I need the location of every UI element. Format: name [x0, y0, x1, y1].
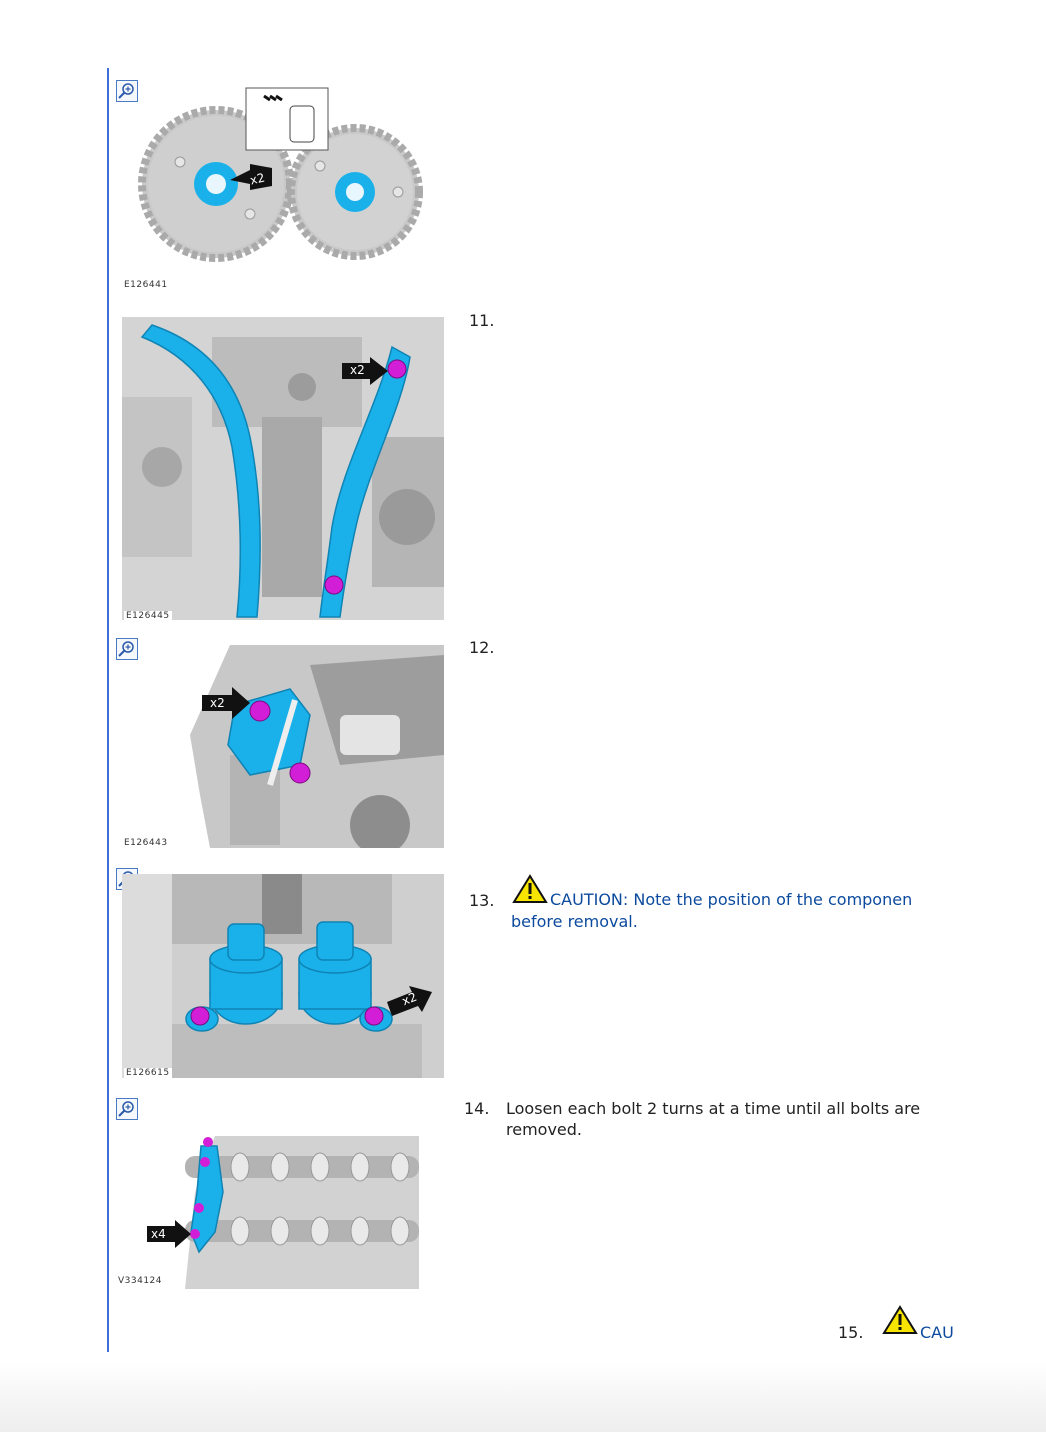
warning-triangle-icon — [512, 874, 548, 903]
step-text: Loosen each bolt 2 turns at a time until… — [506, 1099, 921, 1118]
figure-sprockets: x2 — [130, 84, 430, 274]
figure-code: E126615 — [124, 1068, 172, 1078]
step-number: 11. — [469, 311, 495, 330]
step-text-continued: removed. — [506, 1120, 582, 1139]
caution-text: CAUTION: Note the position of the compon… — [550, 890, 913, 909]
caution-text: CAU — [920, 1323, 954, 1342]
figure-code: E126443 — [124, 838, 168, 848]
figure-code: E126441 — [124, 280, 168, 290]
step-number: 15. — [838, 1323, 864, 1342]
left-margin-rule — [107, 68, 109, 1352]
figure-code: V334124 — [116, 1276, 165, 1286]
callout-x2: x2 — [350, 363, 365, 377]
figure-tensioner: x2 — [190, 645, 444, 848]
zoom-in-icon[interactable] — [116, 80, 138, 102]
figure-camshaft-caps: x4 — [145, 1132, 419, 1289]
callout-x2: x2 — [210, 696, 225, 710]
step-number: 13. — [469, 891, 495, 910]
zoom-in-icon[interactable] — [116, 638, 138, 660]
figure-chain-guides: x2 — [122, 317, 444, 620]
callout-x4: x4 — [151, 1227, 166, 1241]
page-bottom-shadow — [0, 1360, 1046, 1432]
step-number: 14. — [464, 1099, 490, 1118]
figure-vvt-units: x2 — [122, 874, 444, 1078]
figure-code: E126445 — [124, 611, 172, 621]
warning-triangle-icon — [882, 1305, 918, 1334]
step-number: 12. — [469, 638, 495, 657]
zoom-in-icon[interactable] — [116, 1098, 138, 1120]
caution-text-continued: before removal. — [511, 912, 638, 931]
